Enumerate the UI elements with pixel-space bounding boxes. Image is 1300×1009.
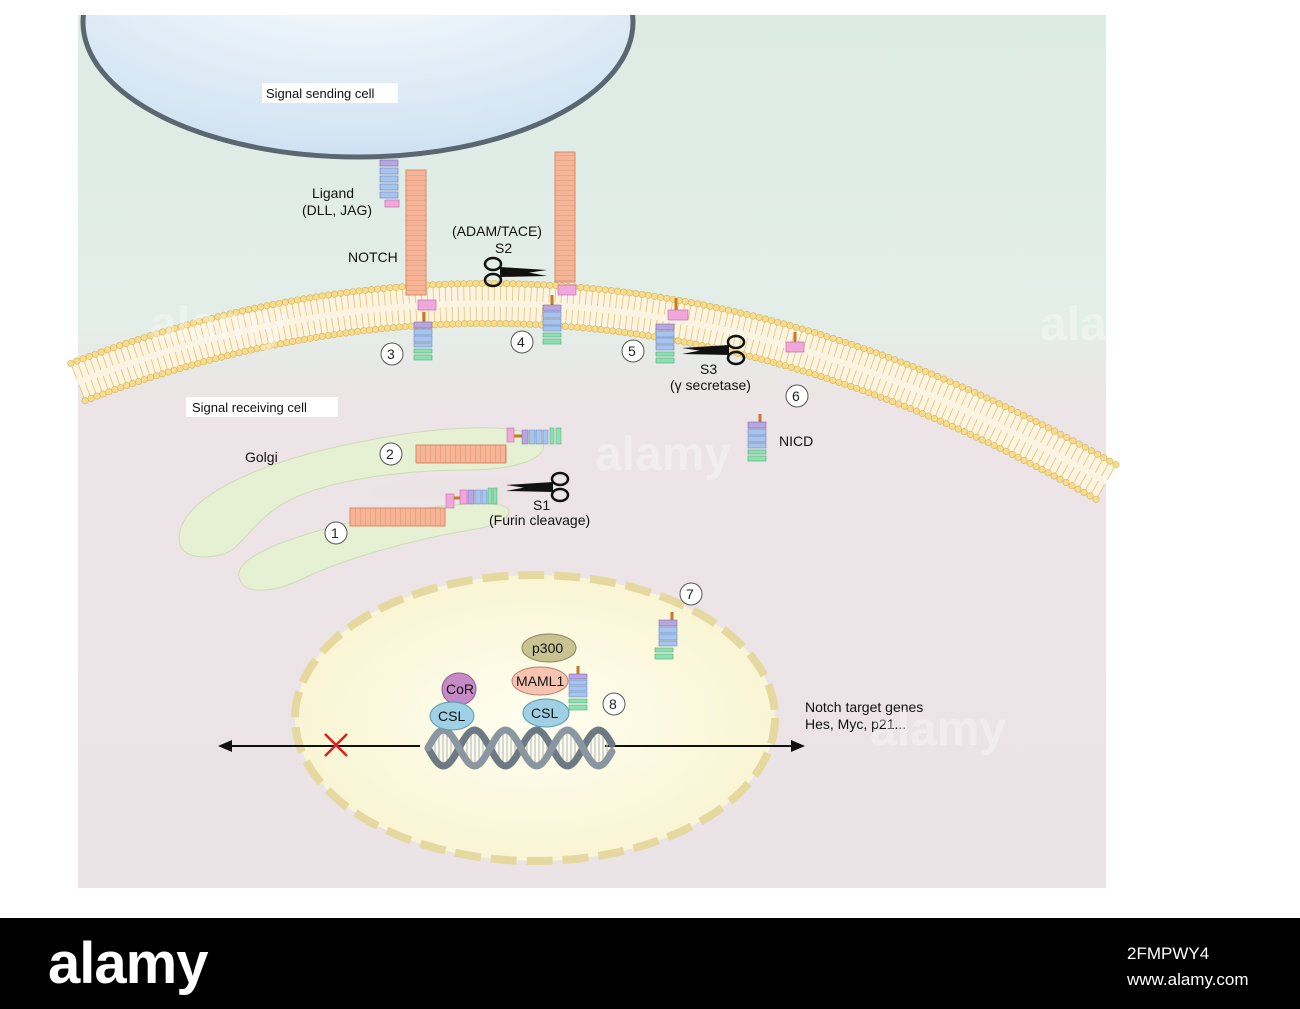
svg-text:alamy: alamy — [150, 298, 286, 351]
maml1-coactivator: MAML1 — [511, 666, 569, 696]
gamma-secretase-label: (γ secretase) — [670, 377, 751, 393]
svg-text:p300: p300 — [532, 640, 563, 656]
nicd-protein-step7 — [654, 612, 678, 660]
svg-text:2: 2 — [386, 446, 394, 462]
membrane-fragment-step6 — [785, 332, 805, 353]
repressed-transcription-arrow — [218, 740, 420, 752]
ligand-protein — [379, 159, 400, 208]
notch-precursor-step1 — [349, 487, 498, 527]
watermark-footer — [0, 918, 1300, 1009]
activated-transcription-arrow — [605, 740, 805, 752]
svg-text:MAML1: MAML1 — [516, 673, 564, 689]
watermark-overlay: alamy alamy alamy alamy — [150, 298, 1176, 756]
signal-receiving-cell-label-box — [186, 397, 338, 417]
watermark-brand: alamy — [48, 931, 208, 996]
svg-text:alamy: alamy — [595, 428, 731, 481]
s2-label: S2 — [495, 240, 512, 256]
target-genes-examples: Hes, Myc, p21... — [805, 716, 906, 732]
svg-text:4: 4 — [517, 334, 525, 350]
step-marker-7: 7 — [679, 582, 703, 606]
inhibition-x-icon — [324, 733, 348, 757]
nicd-in-complex — [568, 666, 588, 711]
target-genes-label: Notch target genes — [805, 699, 923, 715]
csl-right: CSL — [522, 698, 570, 728]
notch-precursor-step2 — [415, 427, 562, 464]
scissors-s1-icon — [506, 471, 570, 503]
svg-text:3: 3 — [387, 346, 395, 362]
ligand-types-label: (DLL, JAG) — [302, 202, 372, 218]
signal-receiving-cell-label: Signal receiving cell — [192, 400, 307, 415]
notch-receptor-step3 — [405, 169, 437, 361]
golgi-label: Golgi — [245, 449, 278, 465]
svg-text:CoR: CoR — [446, 681, 474, 697]
step-marker-8: 8 — [602, 692, 626, 716]
svg-text:7: 7 — [686, 586, 694, 602]
svg-text:CSL: CSL — [531, 705, 558, 721]
svg-text:6: 6 — [792, 388, 800, 404]
adam-tace-label: (ADAM/TACE) — [452, 223, 542, 239]
nicd-protein — [747, 414, 767, 462]
step-marker-2: 2 — [379, 442, 403, 466]
step-marker-4: 4 — [510, 330, 534, 354]
signal-sending-cell-label: Signal sending cell — [266, 86, 375, 101]
s3-label: S3 — [700, 361, 717, 377]
notch-next-step5 — [655, 298, 689, 364]
notch-receptor-step4 — [542, 151, 577, 345]
svg-text:CSL: CSL — [438, 708, 465, 724]
ligand-label: Ligand — [312, 185, 354, 201]
step-marker-1: 1 — [324, 521, 348, 545]
nicd-label: NICD — [779, 433, 813, 449]
p300-coactivator: p300 — [521, 633, 577, 663]
cor-corepressor: CoR — [441, 672, 477, 706]
svg-text:alamy: alamy — [1040, 298, 1176, 351]
furin-cleavage-label: (Furin cleavage) — [489, 512, 590, 528]
step-marker-3: 3 — [380, 342, 404, 366]
svg-text:8: 8 — [609, 696, 617, 712]
csl-left: CSL — [429, 701, 475, 731]
step-marker-5: 5 — [621, 339, 645, 363]
dna-double-helix — [424, 726, 616, 770]
signal-sending-cell — [78, 0, 678, 160]
notch-label: NOTCH — [348, 249, 398, 265]
step-marker-6: 6 — [785, 384, 809, 408]
scissors-s3-icon — [682, 334, 746, 366]
scissors-s2-icon — [483, 256, 547, 288]
svg-text:1: 1 — [331, 525, 339, 541]
svg-text:5: 5 — [628, 343, 636, 359]
signal-sending-cell-label-box — [262, 83, 398, 103]
watermark-site: www.alamy.com — [1127, 970, 1249, 989]
s1-label: S1 — [533, 497, 550, 513]
watermark-image-id: 2FMPWY4 — [1127, 944, 1210, 963]
svg-text:alamy: alamy — [870, 703, 1006, 756]
